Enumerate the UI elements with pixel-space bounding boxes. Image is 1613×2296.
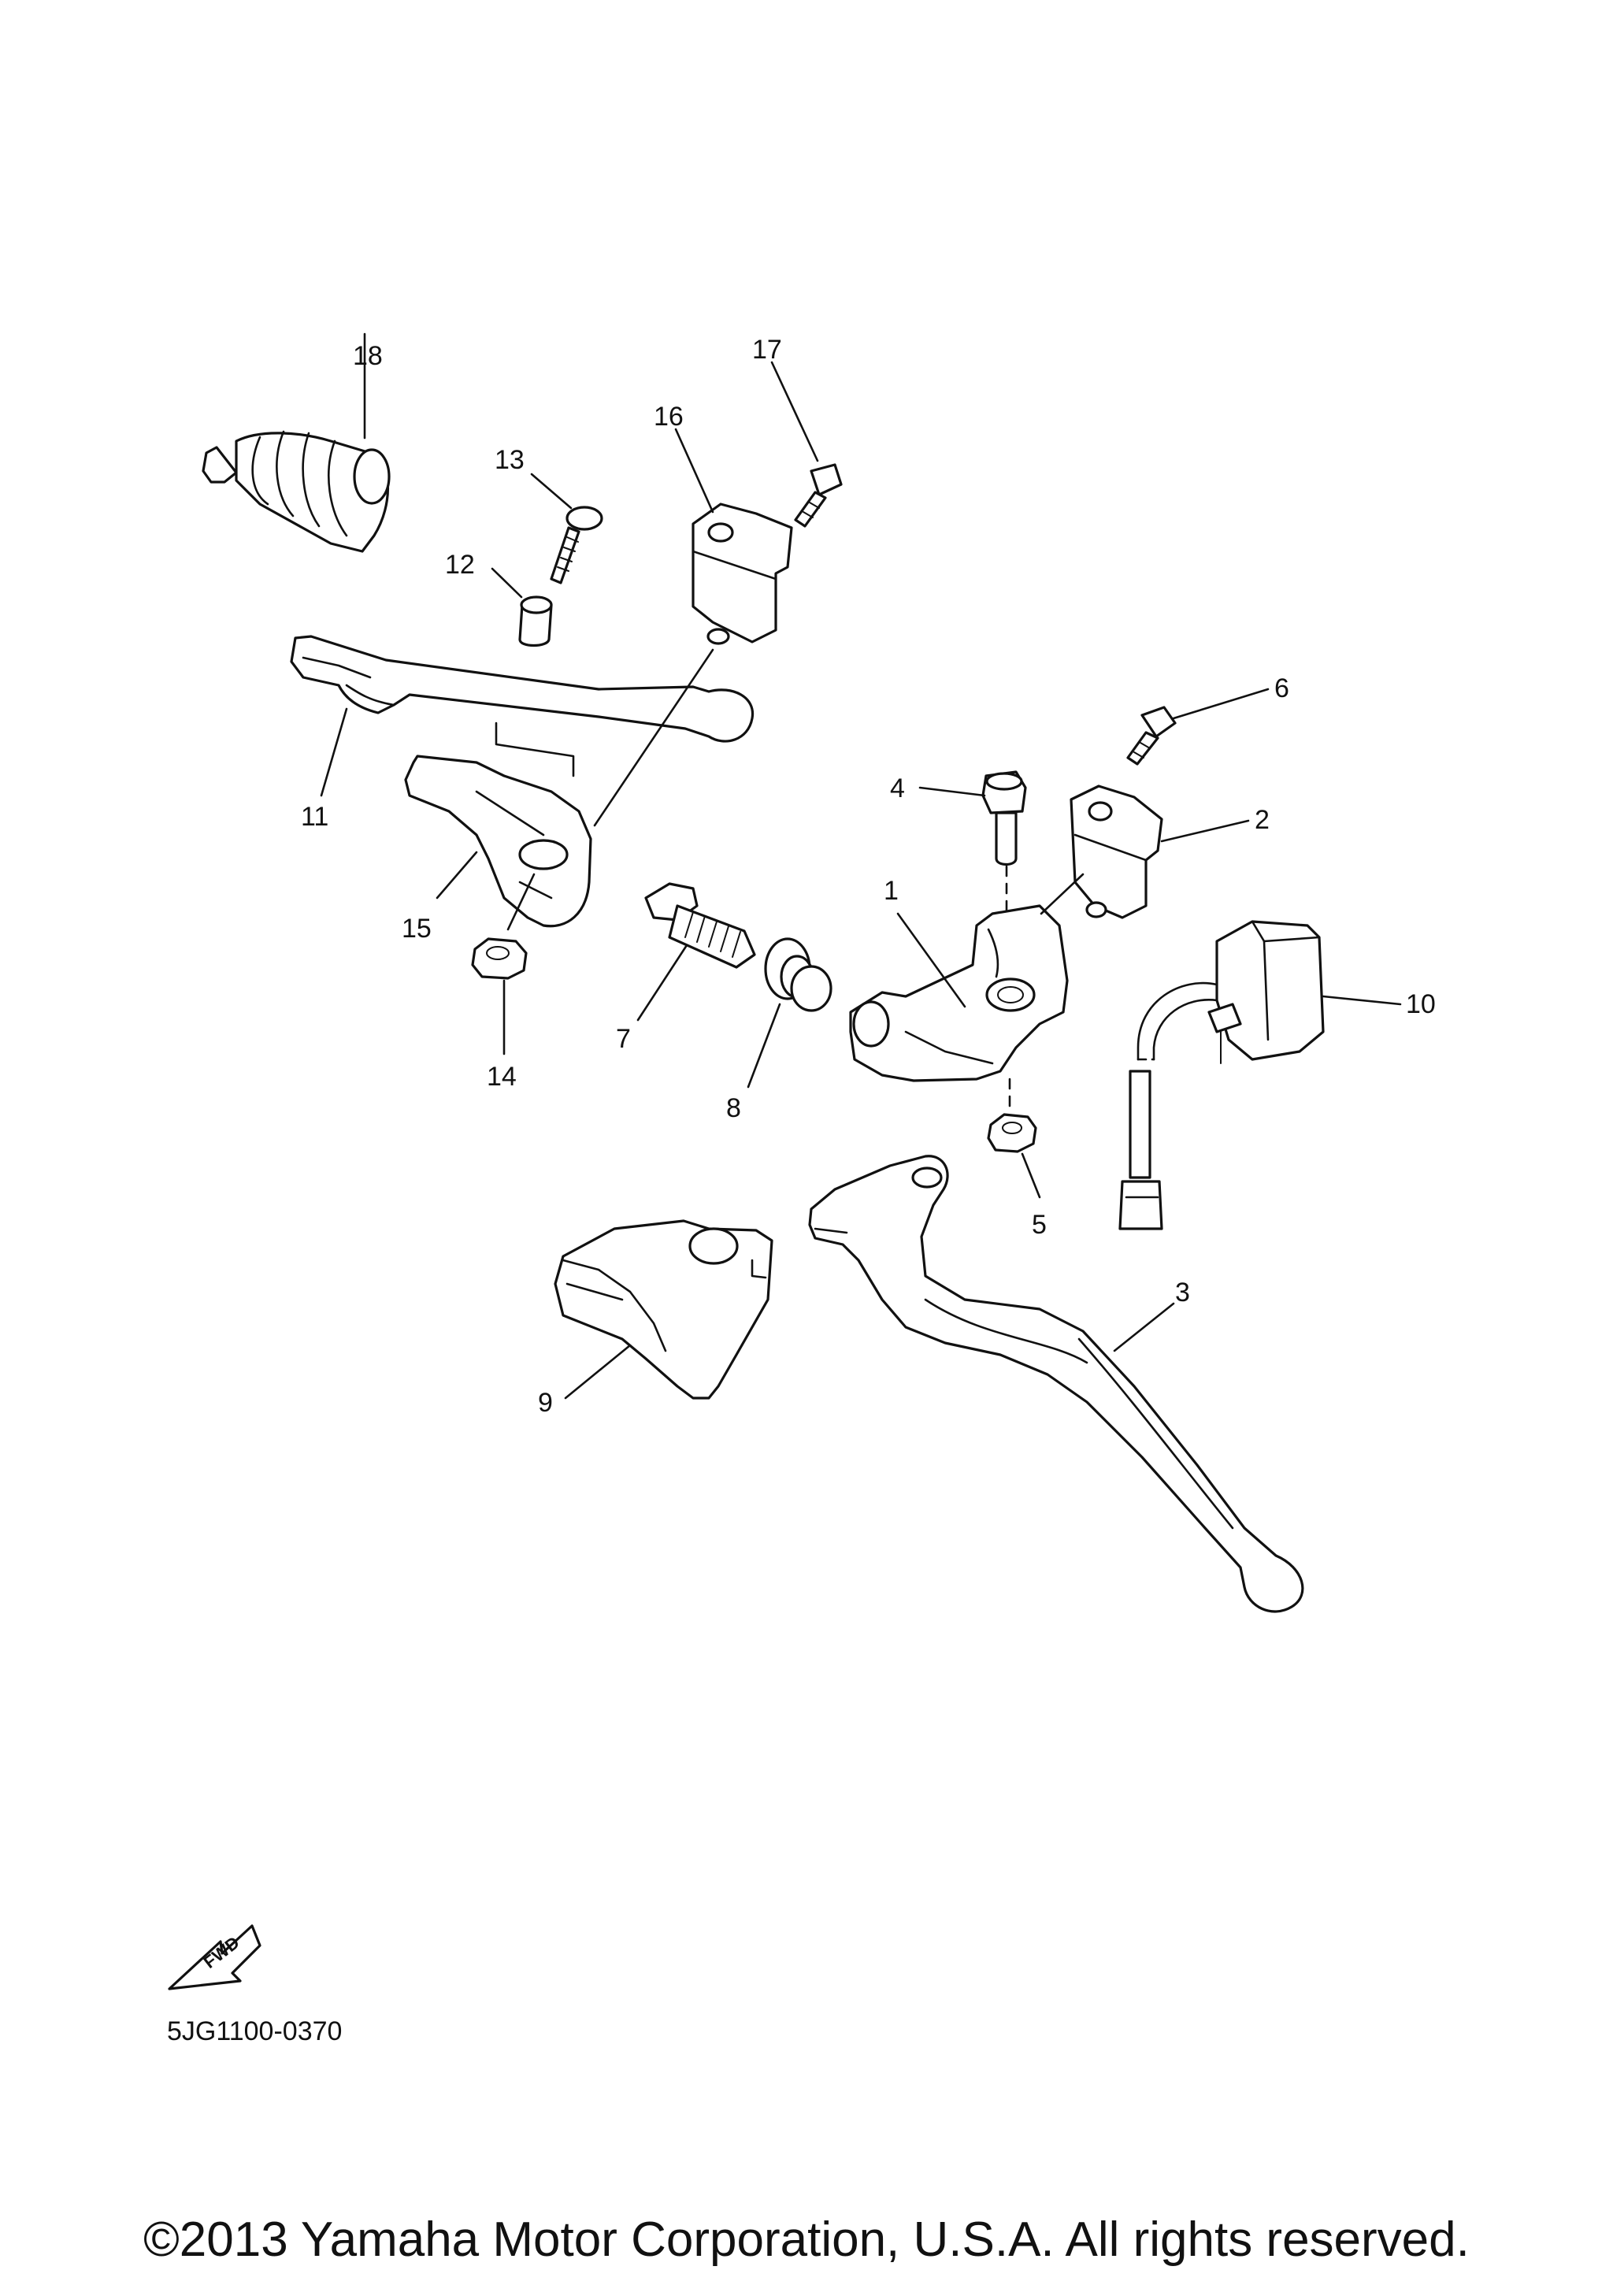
part-14-nut: [471, 937, 528, 980]
leader-2-down: [1040, 873, 1085, 915]
leader-13: [530, 473, 573, 510]
part-15-bracket: [404, 755, 592, 928]
diagram-code: 5JG1100-0370: [167, 2016, 343, 2046]
leader-1: [896, 912, 966, 1008]
part-5-nut: [987, 1113, 1037, 1153]
leader-6: [1172, 688, 1270, 720]
part-6-bolt: [1126, 706, 1177, 766]
callout-4: 4: [890, 773, 905, 803]
part-12-collar: [518, 595, 553, 647]
callout-15: 15: [402, 914, 432, 944]
callout-12: 12: [445, 550, 475, 580]
callout-18: 18: [353, 341, 383, 371]
callout-13: 13: [495, 445, 525, 475]
leader-7: [636, 944, 688, 1022]
part-7-adjuster: [644, 882, 756, 969]
leader-12: [491, 567, 523, 599]
leader-4: [918, 786, 986, 797]
part-10-switch: [1137, 920, 1325, 1064]
leader-17: [770, 361, 819, 462]
part-11-lever: [290, 635, 755, 743]
fwd-arrow: FWD: [168, 1924, 261, 1990]
part-1-holder: [849, 904, 1069, 1082]
part-2-clamp: [1070, 784, 1163, 919]
callout-10: 10: [1406, 989, 1436, 1019]
leader-10: [1322, 995, 1402, 1006]
callout-6: 6: [1274, 673, 1289, 703]
part-9-cover: [554, 1219, 773, 1400]
callout-8: 8: [726, 1093, 741, 1123]
callout-2: 2: [1255, 805, 1270, 835]
part-3-lever: [808, 1155, 1304, 1613]
leader-bracket-11-15: [495, 721, 575, 777]
leader-2: [1160, 819, 1250, 843]
part-16-holder: [692, 503, 793, 645]
callout-1: 1: [884, 876, 899, 906]
copyright-notice: ©2013 Yamaha Motor Corporation, U.S.A. A…: [143, 2213, 1470, 2267]
leader-14-top: [506, 873, 536, 931]
callout-9: 9: [538, 1388, 553, 1418]
callout-14: 14: [487, 1062, 517, 1092]
callout-3: 3: [1175, 1278, 1190, 1307]
leader-11: [320, 707, 348, 797]
callout-7: 7: [616, 1024, 631, 1054]
part-13-screw: [550, 506, 603, 584]
callout-16: 16: [654, 402, 684, 432]
leader-3: [1113, 1302, 1175, 1352]
leader-8: [747, 1003, 781, 1089]
leader-16-to-15: [593, 648, 714, 827]
leader-16: [674, 428, 714, 514]
leader-9: [564, 1344, 632, 1400]
part-4-bolt: [981, 770, 1027, 866]
leader-15: [436, 851, 478, 899]
part-17-bolt: [794, 463, 843, 528]
callout-17: 17: [752, 335, 782, 365]
leader-5: [1021, 1152, 1041, 1199]
part-8-locknut: [764, 937, 832, 1012]
callout-11: 11: [301, 802, 328, 832]
part-18-boot: [202, 430, 391, 553]
wire-connector: [1118, 1058, 1163, 1230]
callout-5: 5: [1032, 1210, 1047, 1240]
